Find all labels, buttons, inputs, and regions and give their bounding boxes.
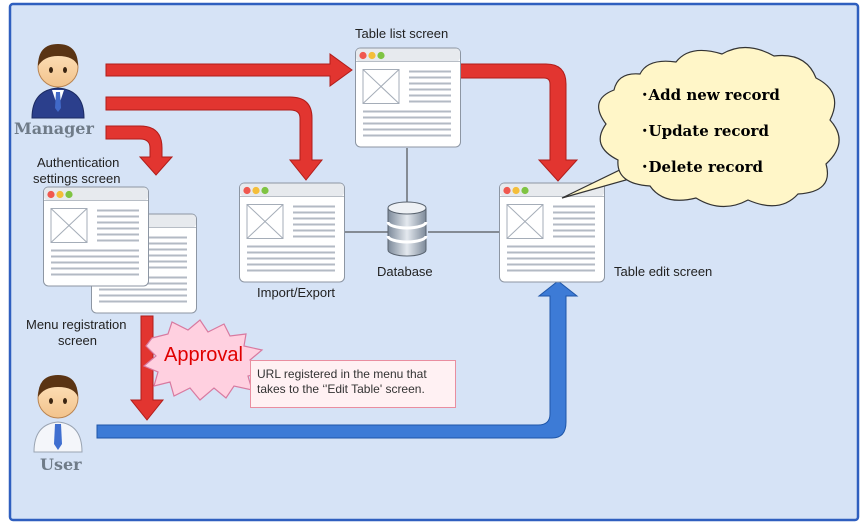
manager-flow-arrows [105, 53, 579, 421]
table-edit-screen-label: Table edit screen [614, 264, 713, 279]
auth-settings-label-line2: settings screen [33, 171, 121, 186]
url-note: URL registered in the menu that takes to… [250, 360, 456, 408]
manager-label: Manager [14, 119, 94, 138]
url-note-line1: URL registered in the menu that [257, 367, 427, 381]
menu-registration-label-line1: Menu registration [26, 317, 127, 332]
table-list-screen-window [355, 47, 461, 148]
manager-person-icon [31, 44, 85, 119]
speech-cloud [561, 46, 840, 208]
auth-settings-label-line1: Authentication [37, 155, 120, 170]
user-person-icon [33, 375, 83, 453]
table-list-screen-label: Table list screen [355, 26, 449, 41]
cloud-item-add: ･Add new record [641, 86, 780, 104]
auth-settings-screen-window [43, 186, 149, 287]
user-flow-arrow [96, 280, 579, 439]
user-label: User [40, 455, 82, 474]
cloud-item-delete: ･Delete record [641, 158, 763, 176]
cloud-item-update: ･Update record [641, 122, 769, 140]
database-label: Database [377, 264, 433, 279]
menu-registration-label-line2: screen [58, 333, 98, 348]
table-edit-screen-window [499, 182, 605, 283]
connector-lines [343, 148, 499, 233]
url-note-line2: takes to the ‘'Edit Table' screen. [257, 382, 425, 396]
import-export-label: Import/Export [257, 285, 336, 300]
database-icon [386, 201, 428, 257]
import-export-screen-window [239, 182, 345, 283]
approval-label: Approval [164, 344, 243, 366]
